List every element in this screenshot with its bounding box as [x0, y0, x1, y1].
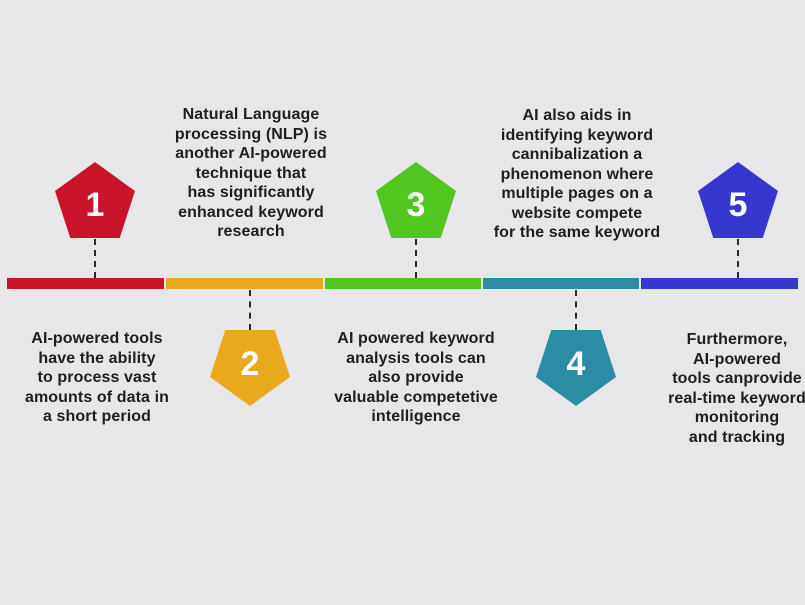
step-1-number: 1: [85, 185, 105, 224]
step-4-number: 4: [566, 344, 586, 383]
timeline-segment-4: [483, 278, 639, 289]
step-3-number: 3: [406, 185, 426, 224]
step-4-description: AI also aids in identifying keyword cann…: [493, 107, 661, 241]
step-3-connector-line: [415, 239, 417, 278]
step-3-pentagon: 3: [376, 162, 456, 238]
step-2-connector-line: [249, 290, 251, 330]
step-5-description: Furthermore, AI-powered tools canprovide…: [668, 331, 805, 446]
timeline-segment-1: [7, 278, 164, 289]
step-4-pentagon: 4: [536, 330, 616, 406]
step-4-connector-line: [575, 290, 577, 330]
step-3-description: AI powered keyword analysis tools can al…: [334, 330, 498, 425]
step-2-description: Natural Language processing (NLP) is ano…: [174, 106, 328, 240]
step-1-connector-line: [94, 239, 96, 278]
timeline-segment-3: [325, 278, 481, 289]
step-5-number: 5: [728, 185, 748, 224]
step-5-pentagon: 5: [698, 162, 778, 238]
step-2-pentagon: 2: [210, 330, 290, 406]
timeline-segment-2: [166, 278, 323, 289]
step-2-number: 2: [240, 344, 260, 383]
timeline-segment-5: [641, 278, 798, 289]
step-1-description: AI-powered tools have the ability to pro…: [24, 330, 170, 425]
step-1-pentagon: 1: [55, 162, 135, 238]
step-5-connector-line: [737, 239, 739, 278]
